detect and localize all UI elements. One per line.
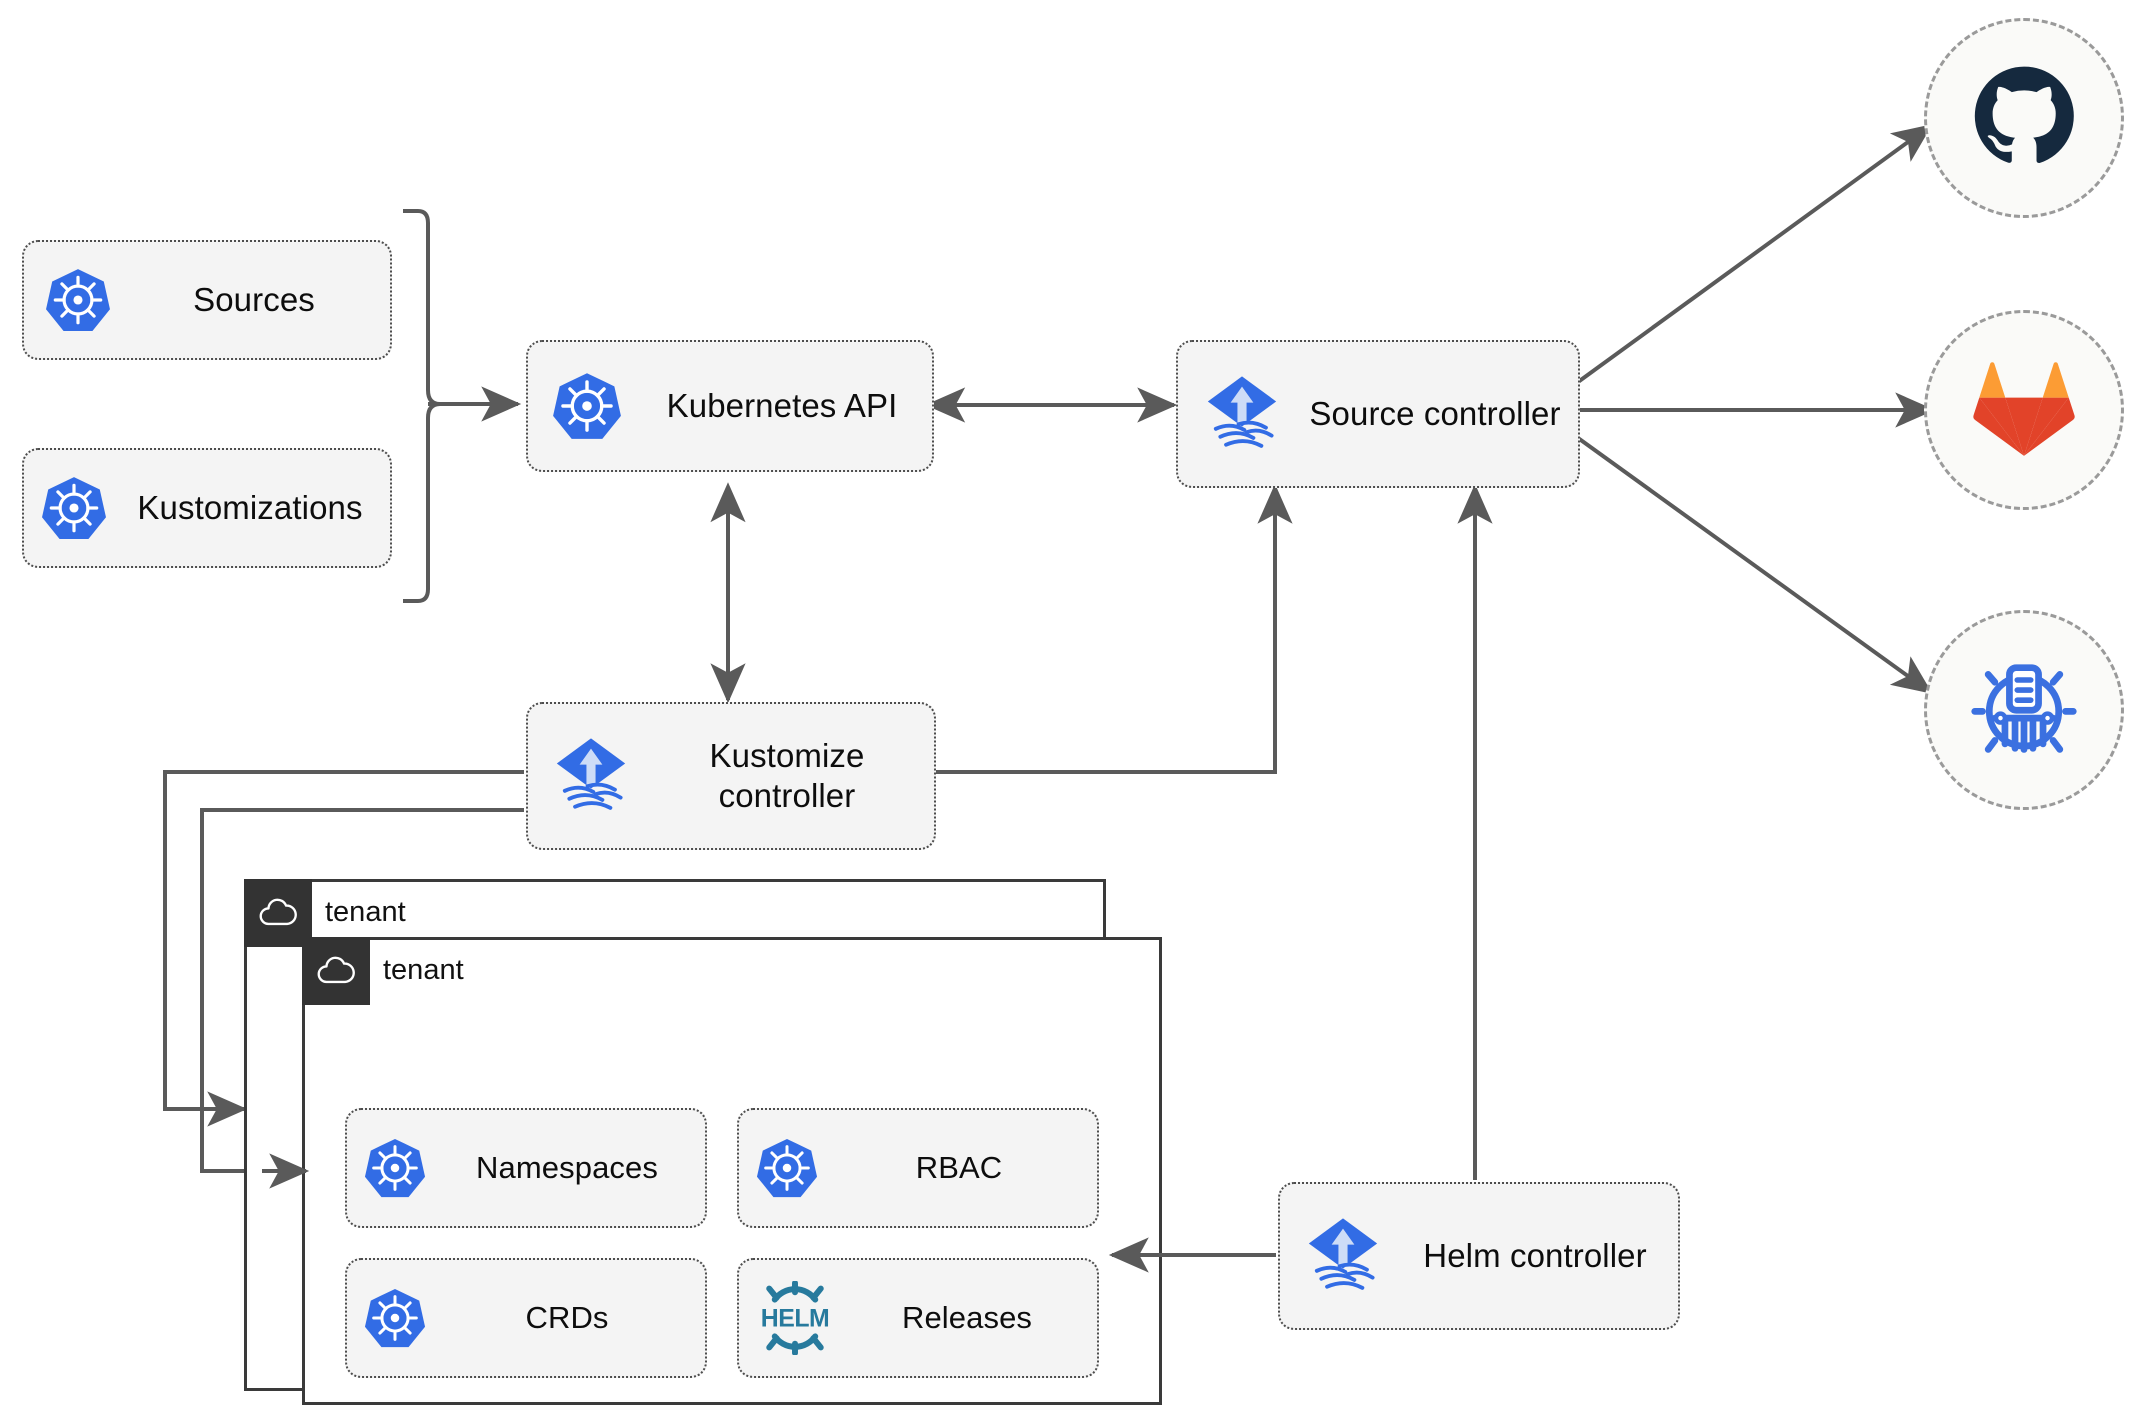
tenant-resource-label: Releases [901, 1300, 1033, 1336]
tenant-resource-crds[interactable]: CRDs [345, 1258, 707, 1378]
kubernetes-icon [24, 475, 124, 541]
resource-card-label: Kustomizations [137, 488, 363, 526]
gitlab-icon [1972, 356, 2076, 465]
wire-source-controller-bucket [1576, 436, 1933, 694]
tenant-resource-label: Namespaces [476, 1150, 658, 1186]
kubernetes-icon [24, 267, 132, 333]
resource-card-sources[interactable]: Sources [22, 240, 392, 360]
node-label: Kustomize controller [709, 736, 865, 814]
tenant-resource-namespaces[interactable]: Namespaces [345, 1108, 707, 1228]
github-icon [1972, 64, 2076, 173]
tenant-label: tenant [325, 896, 406, 928]
provider-github[interactable] [1924, 18, 2124, 218]
provider-bucket[interactable] [1924, 610, 2124, 810]
kubernetes-icon [347, 1137, 443, 1199]
resource-card-label: Sources [193, 280, 315, 318]
node-kubernetes-api[interactable]: Kubernetes API [526, 340, 934, 472]
cloud-icon [302, 937, 370, 1005]
node-label: Source controller [1309, 394, 1561, 432]
tenant-resource-label: RBAC [915, 1150, 1003, 1186]
kubernetes-icon [528, 371, 646, 441]
node-label: Kubernetes API [666, 386, 898, 424]
wire-kustomize-controller-source-controller [935, 483, 1293, 774]
bucket-icon [1968, 652, 2080, 769]
flux-icon [528, 735, 654, 817]
flux-icon [1178, 373, 1306, 455]
node-label: Helm controller [1423, 1236, 1647, 1274]
provider-gitlab[interactable] [1924, 310, 2124, 510]
svg-text:HELM: HELM [761, 1305, 830, 1332]
cloud-icon [244, 879, 312, 947]
node-kustomize-controller[interactable]: Kustomize controller [526, 702, 936, 850]
wire-source-controller-github [1576, 124, 1933, 384]
kubernetes-icon [739, 1137, 835, 1199]
tenant-resource-releases[interactable]: HELM Releases [737, 1258, 1099, 1378]
tenant-resource-rbac[interactable]: RBAC [737, 1108, 1099, 1228]
helm-icon: HELM [739, 1281, 851, 1355]
tenant-label: tenant [383, 954, 464, 986]
kubernetes-icon [347, 1287, 443, 1349]
tenant-container-2[interactable]: tenant Namespaces [302, 937, 1162, 1405]
tenant-resource-label: CRDs [525, 1300, 609, 1336]
resource-card-kustomizations[interactable]: Kustomizations [22, 448, 392, 568]
node-source-controller[interactable]: Source controller [1176, 340, 1580, 488]
node-helm-controller[interactable]: Helm controller [1278, 1182, 1680, 1330]
wire-kustomize-controller-tenant-1 [163, 770, 524, 1127]
flux-icon [1280, 1215, 1406, 1297]
